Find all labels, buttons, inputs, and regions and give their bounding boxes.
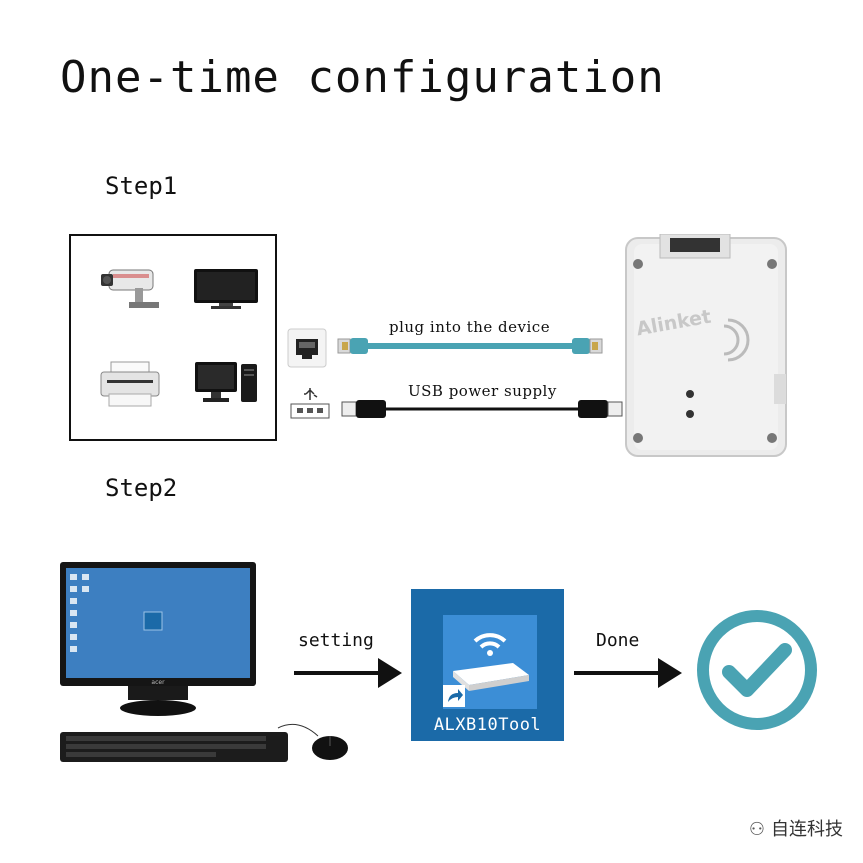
wechat-icon: ⚇ <box>748 819 765 840</box>
watermark-text: 自连科技 <box>771 819 843 840</box>
done-label: Done <box>596 630 640 651</box>
monitor-brand: acer <box>151 679 165 686</box>
security-camera-icon <box>101 269 159 308</box>
shortcut-arrow-icon <box>443 685 465 707</box>
cable-label: plug into the device <box>389 318 551 336</box>
setting-label: setting <box>298 630 374 651</box>
page-title: One-time configuration <box>60 52 665 103</box>
step1-label: Step1 <box>105 172 178 200</box>
usb-port-icon <box>290 388 330 419</box>
cables <box>337 338 623 418</box>
checkmark-icon <box>697 610 817 730</box>
alxb10tool-app-icon[interactable]: ALXB10Tool <box>411 589 564 741</box>
alinket-device <box>625 234 787 457</box>
devices-box <box>69 234 277 441</box>
arrow-right-icon <box>294 658 402 688</box>
desktop-pc-icon <box>195 362 257 402</box>
desktop-tool-icon <box>143 611 163 631</box>
usb-plug-left-icon <box>341 401 357 417</box>
wifi-router-icon <box>453 633 529 691</box>
mouse-icon <box>312 736 348 760</box>
tv-icon <box>194 269 258 309</box>
arrow-right-icon <box>574 658 682 688</box>
ethernet-port-icon <box>287 328 327 368</box>
usb-power-label: USB power supply <box>408 382 557 400</box>
printer-icon <box>100 361 160 407</box>
usb-plug-right-icon <box>607 401 623 417</box>
computer-monitor: acer <box>60 562 348 762</box>
tool-name: ALXB10Tool <box>433 715 542 735</box>
watermark: ⚇ 自连科技 <box>749 815 843 841</box>
step2-label: Step2 <box>105 474 178 502</box>
